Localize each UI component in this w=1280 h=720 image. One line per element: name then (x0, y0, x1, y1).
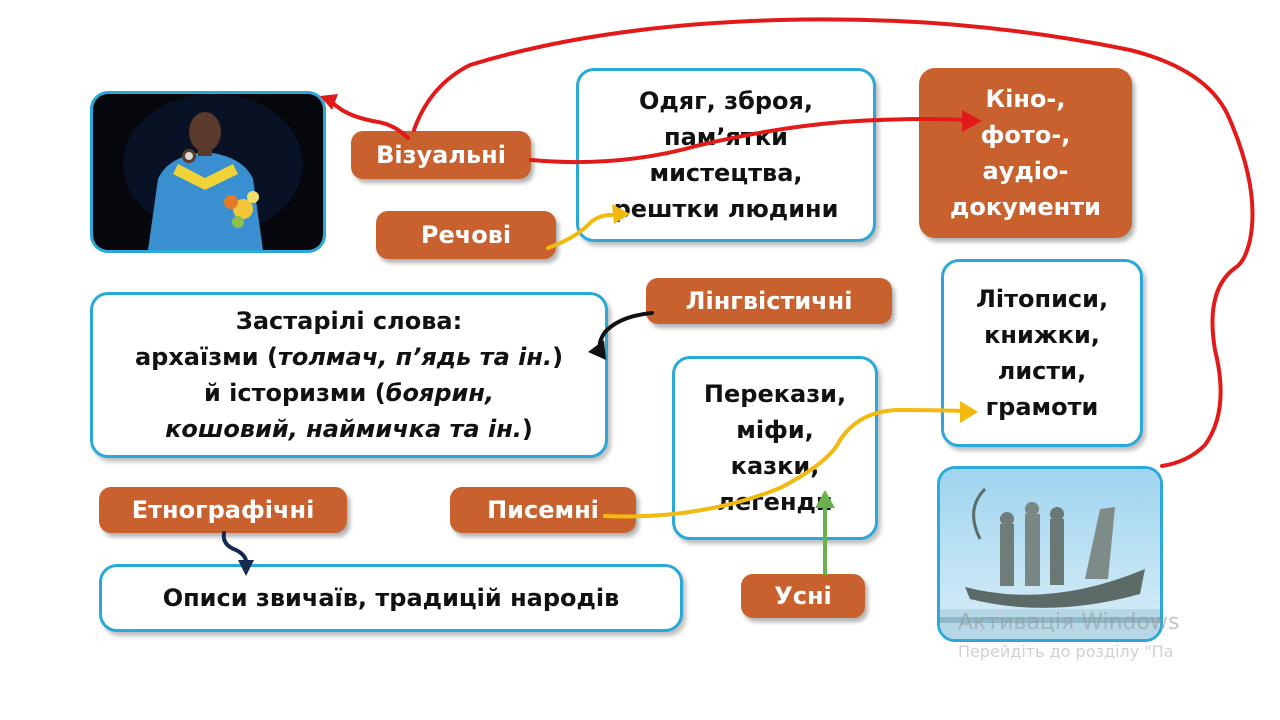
tag-visual-label: Візуальні (376, 141, 506, 169)
material-sources-line: Одяг, зброя, (638, 87, 814, 115)
film-photo-audio-box: Кіно-, фото-, аудіо- документи (919, 68, 1132, 238)
written-sources-box: Літописи, книжки, листи, грамоти (941, 259, 1143, 447)
tag-oral: Усні (741, 574, 865, 618)
obsolete-words-box: Застарілі слова: архаїзми (толмач, п’ядь… (90, 292, 608, 458)
material-sources-line: рештки людини (613, 195, 839, 223)
historisms-examples-line: кошовий, наймичка та ін.) (165, 415, 533, 443)
film-photo-audio-line: аудіо- (982, 157, 1069, 185)
oral-sources-line: Перекази, (703, 380, 847, 408)
obsolete-words-title: Застарілі слова: (235, 307, 463, 335)
oral-sources-line: казки, (730, 452, 820, 480)
ethnographic-sources-text: Описи звичаїв, традицій народів (162, 584, 620, 612)
tag-linguistic: Лінгвістичні (646, 278, 892, 324)
film-photo-audio-line: фото-, (980, 121, 1071, 149)
athlete-photo (90, 91, 326, 253)
tag-written-label: Писемні (487, 496, 599, 524)
oral-sources-line: легенди (717, 488, 833, 516)
archaisms-line: архаїзми (толмач, п’ядь та ін.) (134, 343, 564, 371)
tag-material-label: Речові (420, 221, 512, 249)
oral-sources-box: Перекази, міфи, казки, легенди (672, 356, 878, 540)
windows-activation-watermark: Активація Windows (958, 610, 1180, 635)
film-photo-audio-line: документи (949, 193, 1101, 221)
tag-material: Речові (376, 211, 556, 259)
written-sources-line: листи, (997, 357, 1087, 385)
windows-activation-hint: Перейдіть до розділу "Па (958, 642, 1174, 661)
oral-sources-line: міфи, (736, 416, 814, 444)
tag-ethnographic: Етнографічні (99, 487, 347, 533)
written-sources-line: книжки, (984, 321, 1100, 349)
tag-visual: Візуальні (351, 131, 531, 179)
monument-photo (937, 466, 1163, 642)
material-sources-line: мистецтва, (649, 159, 803, 187)
ethnographic-sources-box: Описи звичаїв, традицій народів (99, 564, 683, 632)
material-sources-line: пам’ятки (664, 123, 788, 151)
navy-arrow-to-customs (221, 531, 249, 568)
tag-ethnographic-label: Етнографічні (131, 496, 315, 524)
material-sources-box: Одяг, зброя, пам’ятки мистецтва, рештки … (576, 68, 876, 242)
film-photo-audio-line: Кіно-, (985, 85, 1066, 113)
written-sources-line: грамоти (985, 393, 1099, 421)
written-sources-line: Літописи, (975, 285, 1109, 313)
tag-linguistic-label: Лінгвістичні (685, 287, 853, 315)
historisms-line: й історизми (боярин, (203, 379, 495, 407)
tag-written: Писемні (450, 487, 636, 533)
tag-oral-label: Усні (774, 582, 832, 610)
